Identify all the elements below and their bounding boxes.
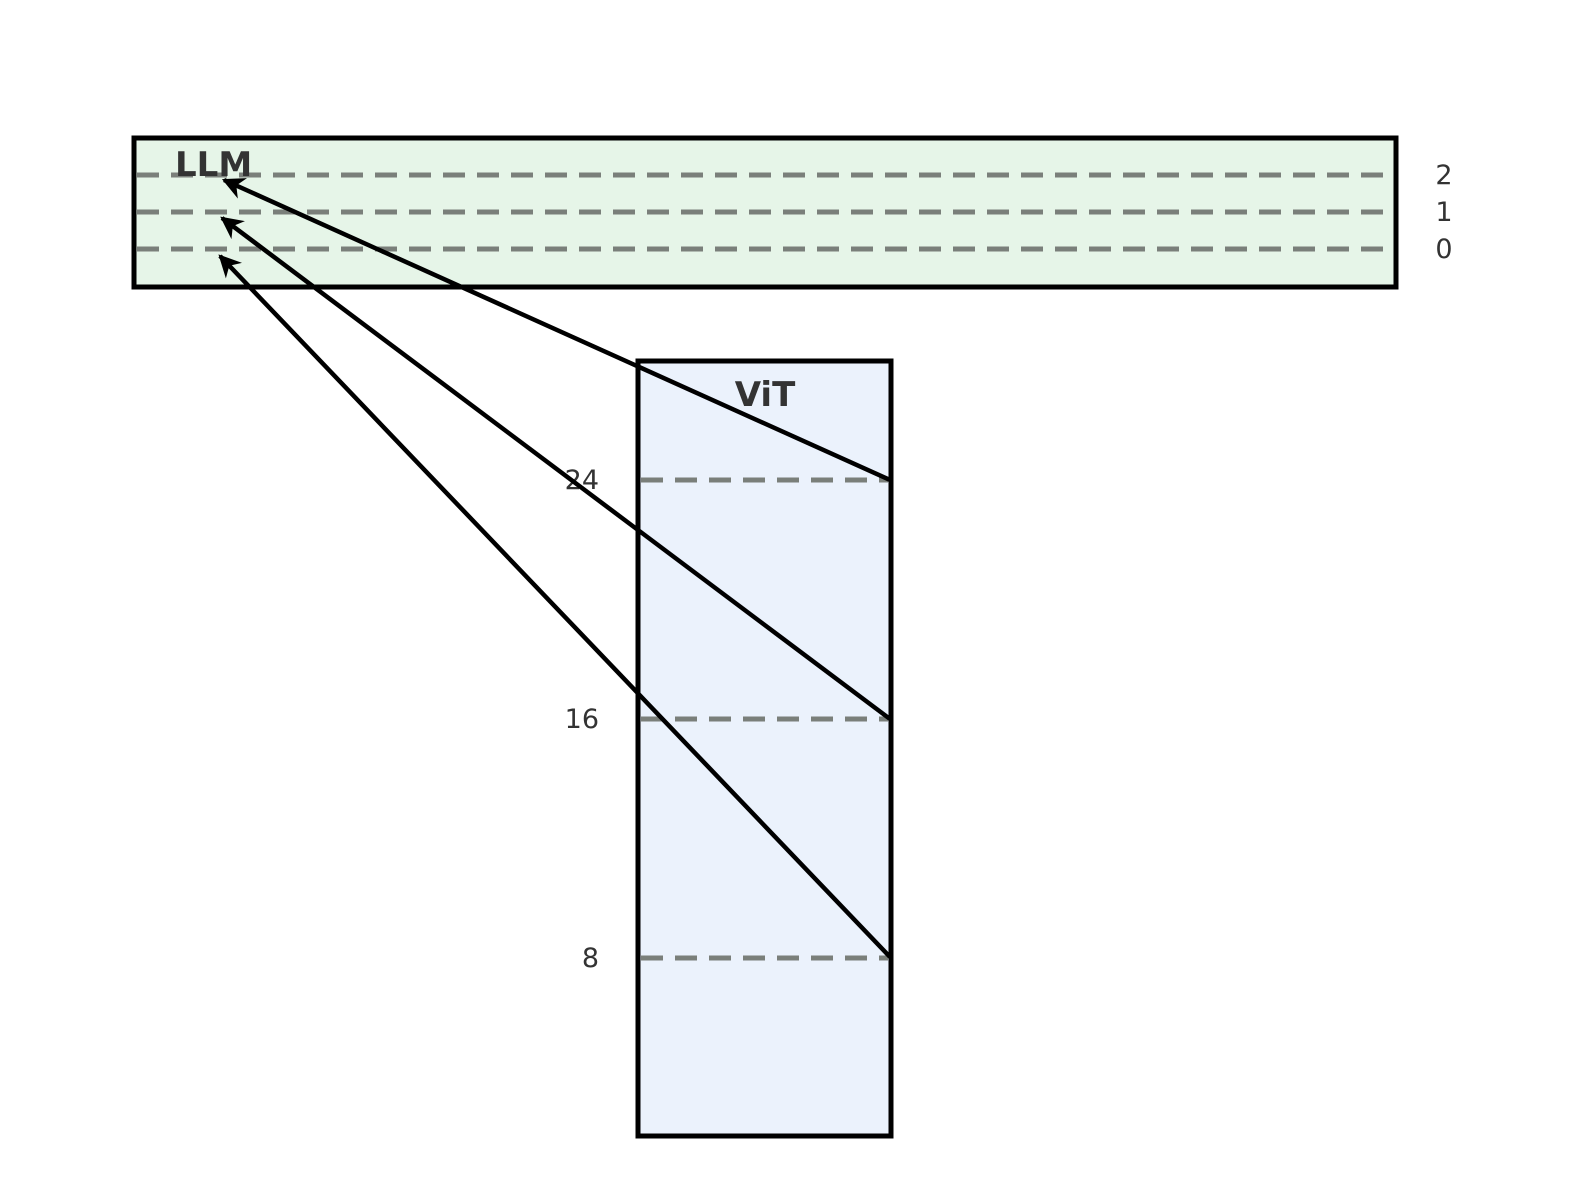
connections	[218, 177, 892, 959]
vit-title: ViT	[735, 375, 796, 415]
llm-title: LLM	[175, 145, 252, 185]
arrow-vit16-to-llm1	[220, 216, 892, 721]
vit-layer-label-16: 16	[565, 704, 599, 735]
vit-layer-label-8: 8	[582, 943, 599, 974]
arrow-vit24-to-llm2	[221, 177, 891, 483]
vit-block: ViT 24 16 8	[565, 358, 894, 1139]
llm-layer-label-0: 0	[1435, 234, 1452, 265]
llm-block: LLM 2 1 0	[131, 135, 1453, 290]
llm-layer-label-1: 1	[1435, 197, 1452, 228]
vit-box	[635, 358, 894, 1139]
arrow-vit8-to-llm0	[218, 254, 892, 959]
llm-layer-label-2: 2	[1435, 160, 1452, 191]
